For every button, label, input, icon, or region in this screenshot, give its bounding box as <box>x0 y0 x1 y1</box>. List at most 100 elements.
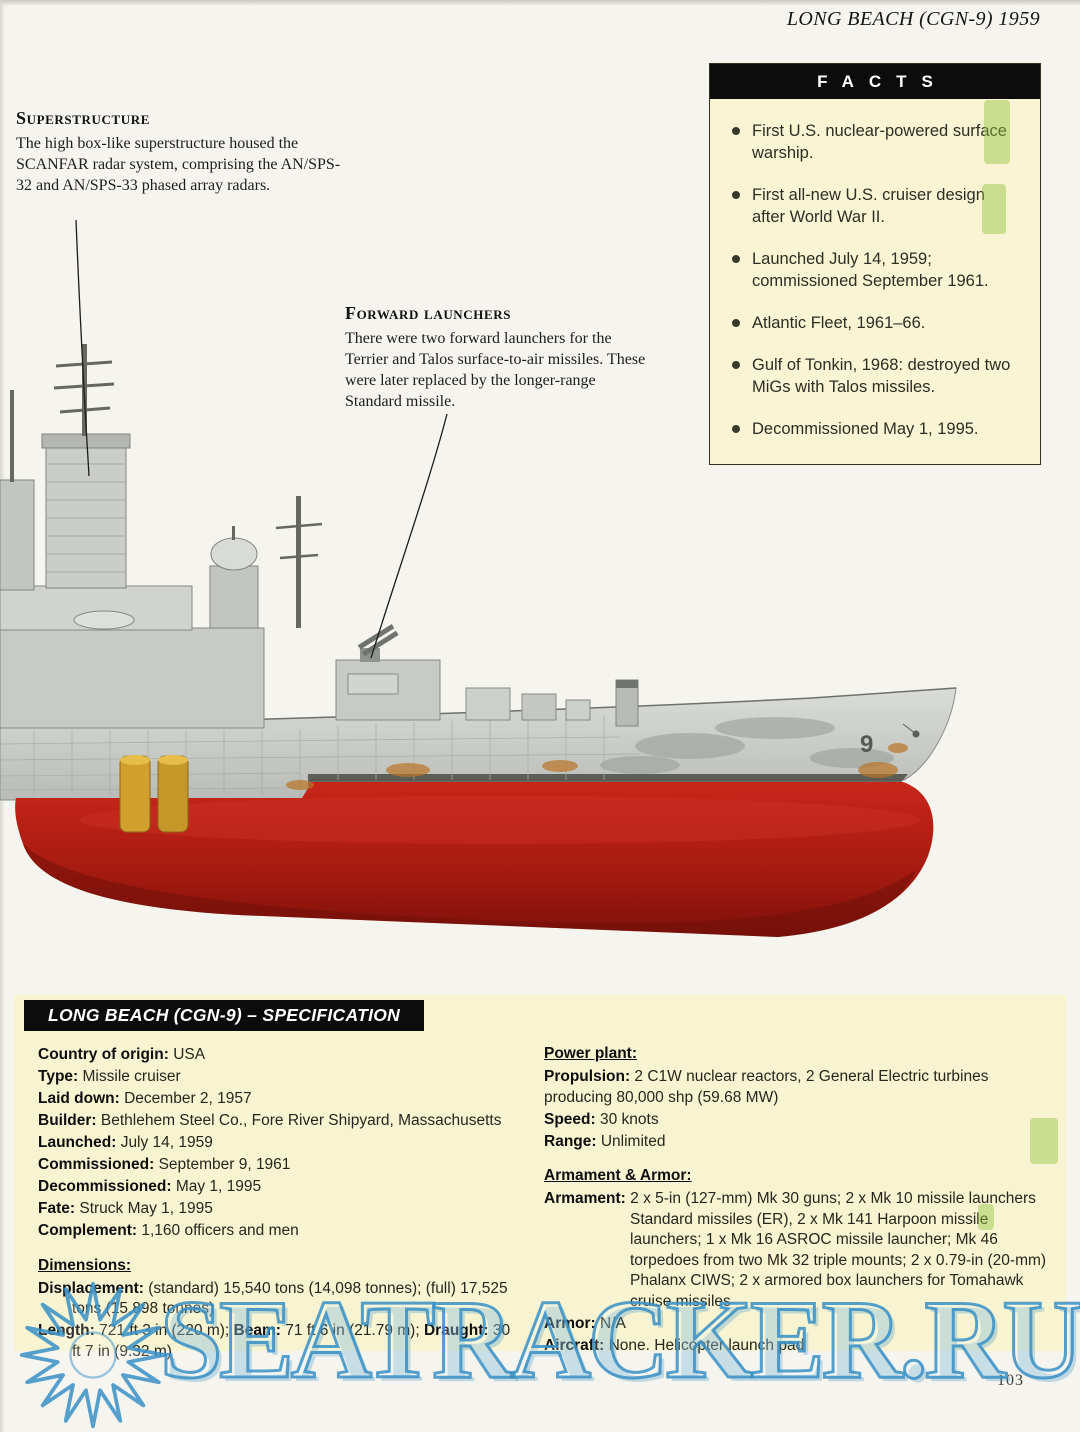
ship-red-hull <box>15 782 934 937</box>
page-title: LONG BEACH (CGN-9) 1959 <box>786 8 1040 30</box>
specification-title: LONG BEACH (CGN-9) – SPECIFICATION <box>24 1000 424 1031</box>
cutaway-machinery <box>119 755 189 833</box>
rust-streaks <box>286 743 908 790</box>
spec-label: Decommissioned: <box>38 1178 172 1195</box>
spec-row: Armor: N/A <box>544 1314 1048 1335</box>
spec-value: 2 x 5-in (127-mm) Mk 30 guns; 2 x Mk 10 … <box>630 1190 1047 1310</box>
spec-label: Laid down: <box>38 1090 120 1107</box>
spec-label: Armament: <box>544 1190 626 1207</box>
spec-label: Fate: <box>38 1200 76 1217</box>
ship-boat <box>73 610 135 630</box>
bullet-icon <box>732 191 740 199</box>
spec-label: Speed: <box>544 1110 596 1128</box>
spec-row: Decommissioned: May 1, 1995 <box>38 1177 512 1198</box>
spec-label: Armor: <box>544 1314 596 1332</box>
fact-text: Decommissioned May 1, 1995. <box>752 420 979 438</box>
spec-section-power-plant: Power plant: <box>544 1045 638 1062</box>
fact-text: Launched July 14, 1959; commissioned Sep… <box>752 250 989 290</box>
spec-row: Launched: July 14, 1959 <box>38 1133 512 1154</box>
spec-row: Range: Unlimited <box>544 1132 1048 1153</box>
facts-box: FACTS First U.S. nuclear-powered surface… <box>709 63 1041 465</box>
fact-text: Gulf of Tonkin, 1968: destroyed two MiGs… <box>752 356 1011 396</box>
spec-value: USA <box>173 1046 206 1063</box>
spec-section-dimensions: Dimensions: <box>38 1256 132 1274</box>
fact-item: Gulf of Tonkin, 1968: destroyed two MiGs… <box>732 354 1022 398</box>
callout-body: The high box-like superstructure housed … <box>16 135 341 194</box>
page-number: 103 <box>997 1372 1024 1389</box>
spec-label: Propulsion: <box>544 1068 631 1085</box>
camouflage-patches <box>600 717 894 774</box>
spec-value: N/A <box>599 1314 626 1332</box>
scan-edge <box>0 0 1080 6</box>
spec-label: Draught: <box>423 1322 489 1339</box>
ship-hull-highlight <box>80 796 920 844</box>
bullet-icon <box>732 425 740 433</box>
callout-superstructure: Superstructure The high box-like superst… <box>16 108 346 196</box>
fact-item: Atlantic Fleet, 1961–66. <box>732 312 1022 334</box>
spec-label: Displacement: <box>38 1279 144 1297</box>
spec-label: Commissioned: <box>38 1156 155 1173</box>
spec-value: 1,160 officers and men <box>141 1222 299 1239</box>
spec-row: Country of origin: USA <box>38 1045 512 1066</box>
spec-value: May 1, 1995 <box>175 1178 262 1195</box>
spec-row: Laid down: December 2, 1957 <box>38 1089 512 1110</box>
spec-row: Speed: 30 knots <box>544 1110 1048 1131</box>
callout-title: Forward launchers <box>345 303 512 323</box>
bullet-icon <box>732 361 740 369</box>
spec-value: Bethlehem Steel Co., Fore River Shipyard… <box>100 1112 502 1129</box>
scanfar-tower <box>45 445 127 589</box>
forward-mast <box>296 496 301 628</box>
spec-row-displacement: Displacement: (standard) 15,540 tons (14… <box>38 1279 512 1320</box>
spec-row: Aircraft: None. Helicopter launch pad <box>544 1336 1048 1357</box>
spec-right-column: Power plant: Propulsion: 2 C1W nuclear r… <box>544 1045 1048 1364</box>
callout-forward-launchers: Forward launchers There were two forward… <box>345 303 647 412</box>
spec-row: Complement: 1,160 officers and men <box>38 1221 512 1242</box>
spec-label: Range: <box>544 1132 597 1150</box>
spec-label: Length: <box>38 1322 95 1339</box>
main-mast <box>82 344 87 436</box>
cutaway-lines <box>0 715 641 796</box>
spec-label: Country of origin: <box>38 1046 169 1063</box>
callout-body: There were two forward launchers for the… <box>345 330 646 410</box>
ship-hull-shadow <box>23 844 916 937</box>
spec-row: Fate: Struck May 1, 1995 <box>38 1199 512 1220</box>
radar-tower <box>209 565 259 629</box>
spec-row: Commissioned: September 9, 1961 <box>38 1155 512 1176</box>
fact-item: Launched July 14, 1959; commissioned Sep… <box>732 248 1022 292</box>
spec-value: December 2, 1957 <box>124 1090 252 1107</box>
callout-title: Superstructure <box>16 108 150 128</box>
spec-value: July 14, 1959 <box>120 1134 213 1151</box>
bullet-icon <box>732 255 740 263</box>
specification-body: Country of origin: USA Type: Missile cru… <box>38 1045 1048 1364</box>
facts-box-title: FACTS <box>710 64 1040 99</box>
bullet-icon <box>732 127 740 135</box>
spec-label: Aircraft: <box>544 1336 605 1354</box>
spec-value: Unlimited <box>600 1132 666 1150</box>
fact-item: First U.S. nuclear-powered surface warsh… <box>732 120 1022 164</box>
spec-section-armament-armor: Armament & Armor: <box>544 1167 692 1184</box>
fact-text: First U.S. nuclear-powered surface warsh… <box>752 122 1007 162</box>
hull-number: 9 <box>860 731 873 758</box>
spec-label: Beam: <box>233 1322 281 1339</box>
radar-dome <box>210 537 258 571</box>
spec-row: Builder: Bethlehem Steel Co., Fore River… <box>38 1111 512 1132</box>
spec-row-size: Length: 721 ft 3 in (220 m); Beam: 71 ft… <box>38 1321 512 1362</box>
bullet-icon <box>732 319 740 327</box>
spec-label: Builder: <box>38 1112 97 1129</box>
spec-row: Propulsion: 2 C1W nuclear reactors, 2 Ge… <box>544 1067 1048 1108</box>
fact-text: First all-new U.S. cruiser design after … <box>752 186 985 226</box>
spec-value: Struck May 1, 1995 <box>79 1200 213 1217</box>
spec-left-column: Country of origin: USA Type: Missile cru… <box>38 1045 512 1364</box>
spec-row-armament: Armament: 2 x 5-in (127-mm) Mk 30 guns; … <box>544 1189 1048 1312</box>
spec-value: 2 C1W nuclear reactors, 2 General Electr… <box>544 1068 989 1106</box>
spec-value: 30 knots <box>600 1110 659 1128</box>
spec-label: Complement: <box>38 1222 138 1239</box>
fact-text: Atlantic Fleet, 1961–66. <box>752 314 926 332</box>
spec-value: 721 ft 3 in (220 m); <box>99 1322 234 1339</box>
fact-item: First all-new U.S. cruiser design after … <box>732 184 1022 228</box>
spec-label: Launched: <box>38 1134 117 1151</box>
facts-list: First U.S. nuclear-powered surface warsh… <box>710 99 1040 464</box>
spec-value: September 9, 1961 <box>158 1156 291 1173</box>
spec-value: None. Helicopter launch pad <box>608 1336 805 1354</box>
fact-item: Decommissioned May 1, 1995. <box>732 418 1022 440</box>
